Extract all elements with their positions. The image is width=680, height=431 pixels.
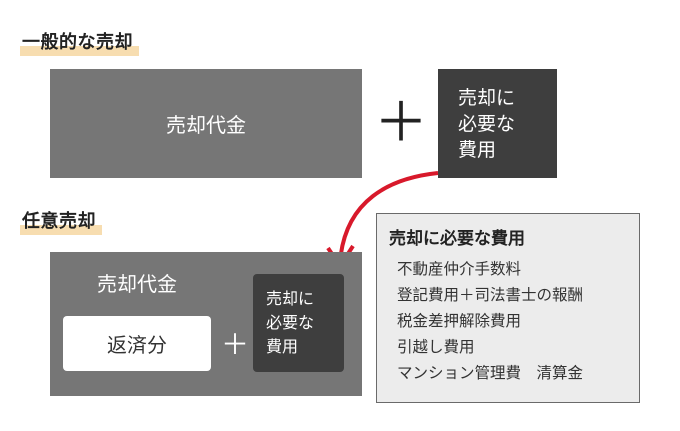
arrow-path [338, 171, 439, 263]
costs-line: 費用 [266, 337, 299, 356]
sale-price-label: 売却代金 [97, 272, 177, 296]
costs-list-box: 売却に必要な費用 不動産仲介手数料 登記費用＋司法書士の報酬 税金差押解除費用 … [376, 213, 640, 403]
costs-list-title: 売却に必要な費用 [389, 229, 525, 249]
costs-line: 費用 [458, 138, 497, 161]
costs-line: 必要な [458, 112, 516, 135]
heading-voluntary-sale: 任意売却 [20, 211, 102, 235]
required-costs-box-small: 売却に 必要な 費用 [253, 274, 344, 372]
heading-general-sale: 一般的な売却 [20, 32, 139, 56]
costs-line: 必要な [266, 313, 315, 332]
sale-price-label: 売却代金 [166, 113, 246, 137]
sale-price-box: 売却代金 [50, 69, 362, 178]
plus-sign-small: ＋ [221, 328, 250, 361]
list-item: 税金差押解除費用 [397, 312, 522, 330]
plus-sign: ＋ [374, 91, 428, 154]
repayment-label: 返済分 [107, 333, 167, 357]
required-costs-box: 売却に 必要な 費用 [438, 69, 557, 178]
list-item: マンション管理費 清算金 [397, 364, 584, 382]
costs-line: 売却に [266, 289, 315, 308]
repayment-box: 返済分 [63, 316, 211, 371]
list-item: 登記費用＋司法書士の報酬 [397, 286, 584, 304]
list-item: 引越し費用 [397, 338, 475, 356]
costs-line: 売却に [458, 86, 516, 109]
list-item: 不動産仲介手数料 [397, 260, 522, 278]
